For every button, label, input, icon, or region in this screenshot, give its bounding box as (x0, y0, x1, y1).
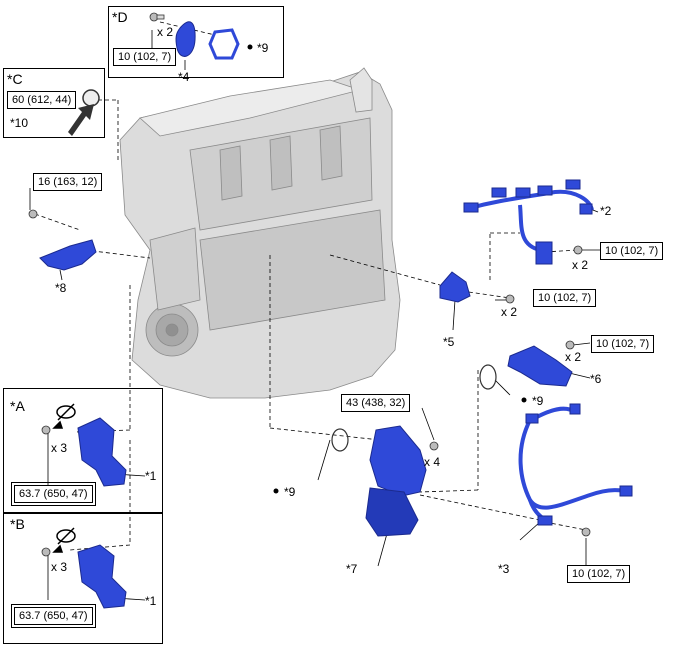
part-label: *9 (284, 485, 296, 499)
count-label: x 2 (565, 350, 582, 364)
part-3-harness (518, 406, 631, 524)
torque-spec: 10 (102, 7) (567, 565, 631, 583)
bolt-icon (573, 245, 583, 255)
bolt-icon (565, 340, 575, 350)
part-label: *8 (55, 281, 67, 295)
part-label: *10 (10, 116, 29, 130)
count-label: x 2 (501, 305, 518, 319)
panel-d (108, 6, 284, 78)
bolt-icon (429, 441, 439, 451)
torque-spec: 63.7 (650, 47) (11, 482, 96, 506)
bolt-icon (41, 425, 51, 435)
bolt-icon (149, 12, 165, 22)
count-label: x 2 (157, 25, 174, 39)
part-8-bracket (39, 239, 97, 271)
part-label: *1 (145, 594, 157, 608)
panel-c (3, 68, 105, 138)
part-5-flange (439, 271, 471, 303)
torque-spec: 63.7 (650, 47) (11, 604, 96, 628)
part-label: *1 (145, 469, 157, 483)
part-label: *7 (346, 562, 358, 576)
part-9-oring (479, 364, 497, 390)
part-4-cover (175, 21, 196, 57)
part-label: *5 (443, 335, 455, 349)
part-label: *4 (178, 70, 190, 84)
part-label: *9 (532, 394, 544, 408)
panel-a (3, 388, 163, 514)
part-label: *6 (590, 372, 602, 386)
part-label: *3 (498, 562, 510, 576)
bolt-icon (28, 209, 38, 219)
part-label: *2 (600, 204, 612, 218)
no-reuse-icon (52, 527, 76, 553)
engine-block (119, 67, 401, 399)
part-3-connectors (525, 403, 633, 526)
torque-spec: 60 (612, 44) (7, 91, 77, 109)
count-label: x 3 (51, 441, 68, 455)
part-2-harness (463, 179, 594, 265)
marker-dot (247, 44, 253, 50)
count-label: x 2 (572, 258, 589, 272)
panel-b-tag: *B (10, 516, 25, 532)
bolt-icon (41, 547, 51, 557)
panel-b (3, 512, 163, 644)
marker-dot (273, 488, 279, 494)
count-label: x 4 (424, 455, 441, 469)
count-label: x 3 (51, 560, 68, 574)
no-reuse-icon (52, 403, 76, 429)
panel-a-tag: *A (10, 398, 25, 414)
torque-spec: 16 (163, 12) (33, 173, 103, 191)
marker-dot (521, 397, 527, 403)
panel-d-tag: *D (112, 9, 128, 25)
torque-spec: 10 (102, 7) (600, 242, 664, 260)
part-9-gasket (208, 28, 240, 60)
arrow-icon (68, 104, 94, 136)
part-7-assembly (365, 425, 427, 537)
torque-spec: 43 (438, 32) (341, 394, 411, 412)
solid-leaders (29, 30, 600, 601)
part-6-housing (507, 345, 573, 387)
bolt-icon (505, 294, 515, 304)
bolt-icon (581, 527, 591, 537)
part-9-oring (331, 428, 349, 452)
panel-c-tag: *C (7, 71, 23, 87)
torque-spec: 10 (102, 7) (113, 48, 177, 66)
part-label: *9 (257, 41, 269, 55)
torque-spec: 10 (102, 7) (591, 335, 655, 353)
part-1-bracket (77, 544, 127, 609)
part-1-bracket (77, 417, 127, 487)
torque-spec: 10 (102, 7) (533, 289, 597, 307)
